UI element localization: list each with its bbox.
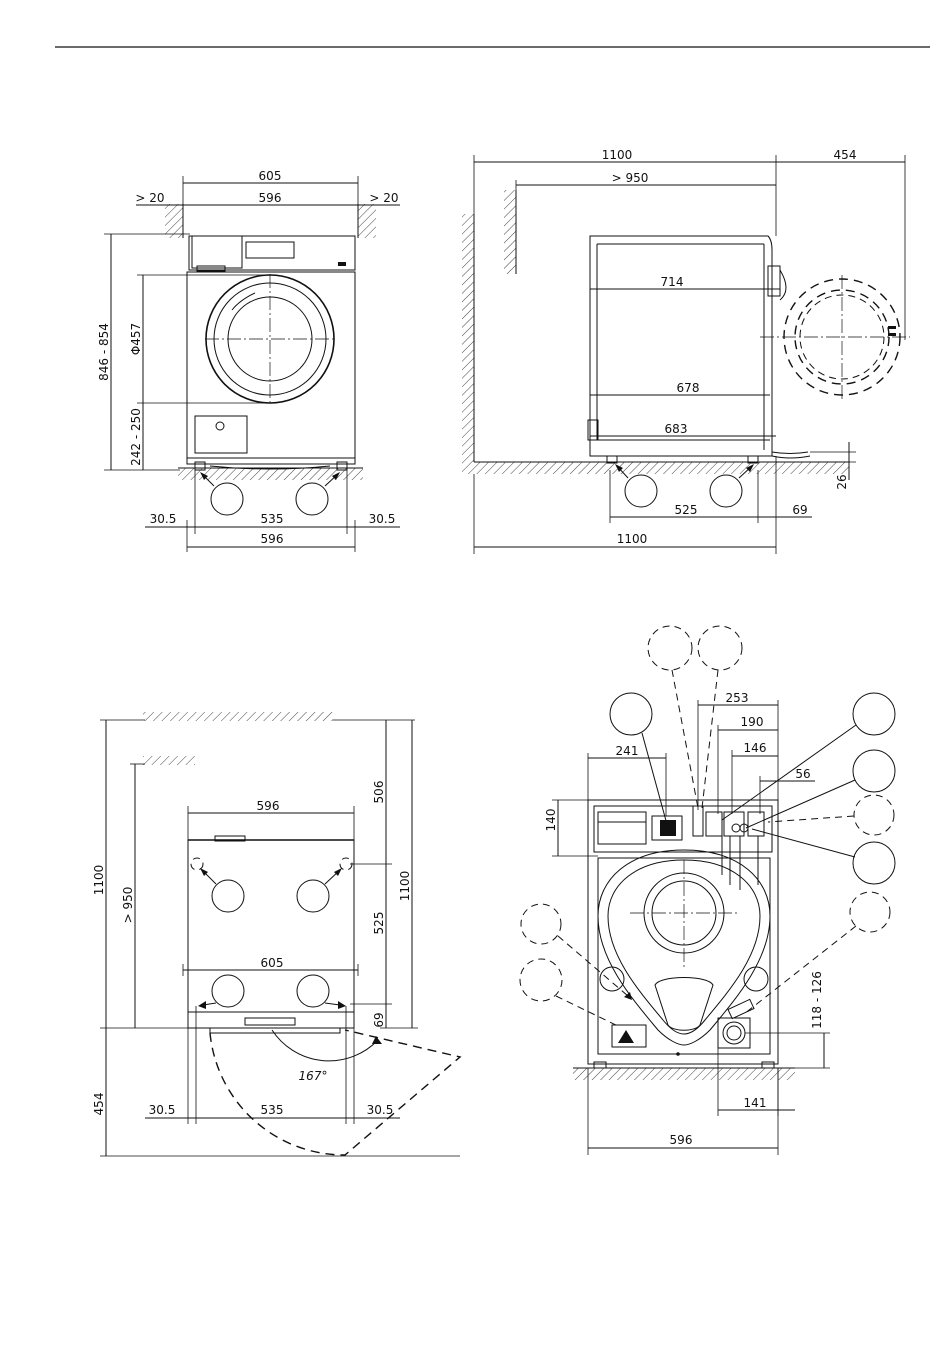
dim-front-605: 605 xyxy=(259,169,282,183)
dim-side-714: 714 xyxy=(661,275,684,289)
dim-top-506: 506 xyxy=(372,781,386,804)
dim-side-525: 525 xyxy=(675,503,698,517)
dim-front-foot-left: 30.5 xyxy=(150,512,177,526)
dim-top-foot-left: 30.5 xyxy=(149,1103,176,1117)
front-view: 605 596 > 20 > 20 846 - 854 Φ457 242 - 2… xyxy=(97,169,400,552)
dim-side-69: 69 xyxy=(792,503,807,517)
dim-top-69: 69 xyxy=(372,1012,386,1027)
dim-top-525: 525 xyxy=(372,912,386,935)
dim-front-foot-spacing: 535 xyxy=(261,512,284,526)
dim-front-height: 846 - 854 xyxy=(97,323,111,381)
dim-front-base-width: 596 xyxy=(261,532,284,546)
dim-front-clear-right: > 20 xyxy=(369,191,398,205)
dim-top-596: 596 xyxy=(257,799,280,813)
dim-front-door-center: 242 - 250 xyxy=(129,408,143,466)
top-view: 167° 1100 454 > 950 506 525 69 1100 596 xyxy=(92,712,460,1156)
dim-top-605: 605 xyxy=(261,956,284,970)
dim-rear-241: 241 xyxy=(616,744,639,758)
dim-front-clear-left: > 20 xyxy=(135,191,164,205)
dim-side-683: 683 xyxy=(665,422,688,436)
dim-side-1100-bottom: 1100 xyxy=(617,532,648,546)
dim-top-foot-right: 30.5 xyxy=(367,1103,394,1117)
dim-top-door-angle: 167° xyxy=(299,1069,328,1083)
dim-side-678: 678 xyxy=(677,381,700,395)
dim-rear-146: 146 xyxy=(744,741,767,755)
dim-rear-drain-height: 118 - 126 xyxy=(810,971,824,1029)
dim-front-foot-right: 30.5 xyxy=(369,512,396,526)
dim-rear-190: 190 xyxy=(741,715,764,729)
dim-rear-253: 253 xyxy=(726,691,749,705)
side-view: 1100 454 > 950 714 678 683 26 525 69 110… xyxy=(462,148,910,554)
dim-front-door-diameter: Φ457 xyxy=(129,323,143,355)
dim-side-min-clearance: > 950 xyxy=(612,171,649,185)
dim-top-454: 454 xyxy=(92,1093,106,1116)
dim-rear-141: 141 xyxy=(744,1096,767,1110)
rear-view: 253 190 146 56 241 140 118 - 126 141 5 xyxy=(520,626,895,1155)
dim-rear-140: 140 xyxy=(544,809,558,832)
dim-rear-596: 596 xyxy=(670,1133,693,1147)
dim-side-454: 454 xyxy=(834,148,857,162)
dim-side-26: 26 xyxy=(835,474,849,489)
dim-top-1100-left: 1100 xyxy=(92,865,106,896)
dim-top-foot-spacing: 535 xyxy=(261,1103,284,1117)
dim-rear-56: 56 xyxy=(795,767,810,781)
dim-top-1100-right: 1100 xyxy=(398,871,412,902)
dim-front-596: 596 xyxy=(259,191,282,205)
dim-top-min-clearance: > 950 xyxy=(121,887,135,924)
dim-side-1100-top: 1100 xyxy=(602,148,633,162)
